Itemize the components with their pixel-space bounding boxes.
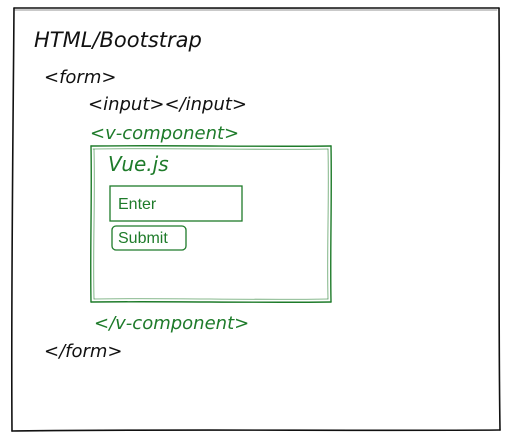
enter-input[interactable]: Enter	[109, 185, 243, 222]
submit-button[interactable]: Submit	[111, 225, 187, 251]
component-close-tag: </v-component>	[94, 313, 249, 334]
input-tag: <input></input>	[88, 94, 247, 115]
enter-input-border[interactable]	[109, 185, 243, 222]
form-close-tag: </form>	[44, 341, 123, 362]
component-open-tag: <v-component>	[90, 123, 239, 144]
bootstrap-title: HTML/Bootstrap	[34, 28, 202, 52]
vue-title: Vue.js	[108, 152, 169, 176]
enter-input-value: Enter	[118, 196, 157, 213]
vue-component-box	[90, 145, 332, 303]
outer-frame	[10, 6, 501, 432]
submit-button-label: Submit	[118, 230, 168, 247]
submit-button-border[interactable]	[111, 225, 187, 251]
form-open-tag: <form>	[44, 67, 116, 88]
